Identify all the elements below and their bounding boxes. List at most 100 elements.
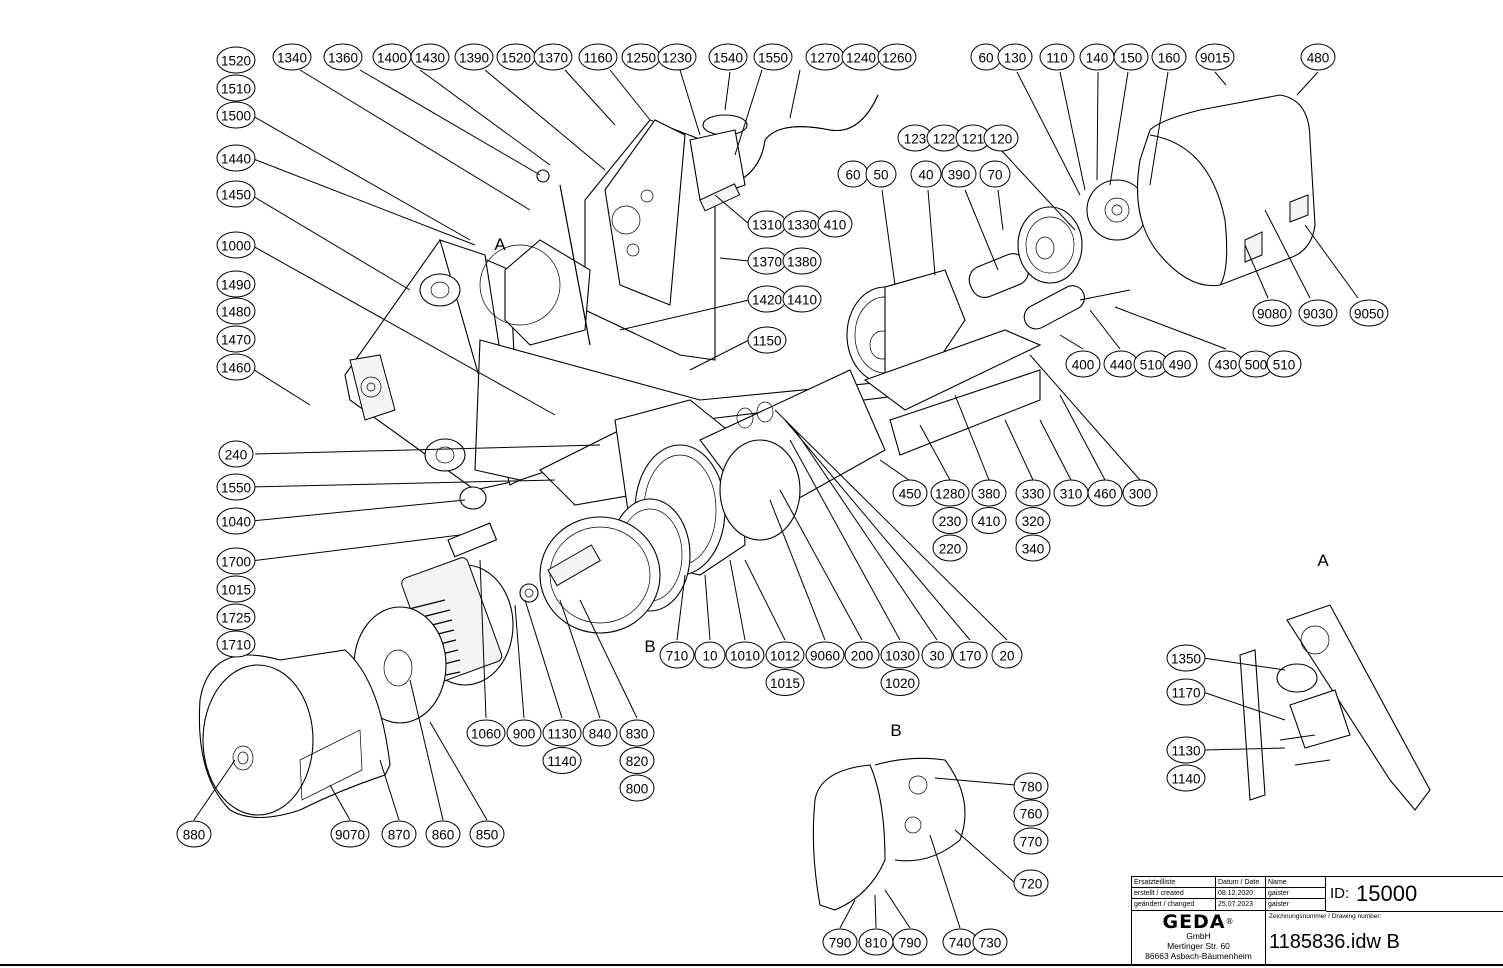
part-balloon-1550: 1550 (216, 473, 256, 501)
part-balloon-770: 770 (1013, 827, 1049, 855)
part-balloon-1460: 1460 (216, 353, 256, 381)
balloon-outline (469, 820, 505, 848)
balloon-outline (542, 719, 582, 747)
balloon-outline (921, 641, 953, 669)
part-balloon-150: 150 (1113, 43, 1149, 71)
part-balloon-122: 122 (926, 124, 962, 152)
balloon-outline (1015, 507, 1051, 534)
id-box: ID: 15000 (1326, 877, 1503, 912)
part-number: 790 (829, 936, 852, 951)
part-number: 340 (1022, 542, 1045, 557)
balloon-outline (932, 507, 968, 534)
balloon-outline (582, 719, 618, 747)
part-balloon-430: 430 (1208, 350, 1244, 378)
geda-logo: GEDA® (1132, 911, 1265, 933)
balloon-outline (971, 507, 1007, 534)
balloon-outline (1065, 350, 1101, 378)
balloon-outline (216, 231, 256, 259)
part-number: 1015 (221, 583, 251, 598)
part-balloon-790: 790 (892, 928, 928, 956)
balloon-outline (216, 270, 256, 298)
part-balloon-320: 320 (1015, 507, 1051, 534)
part-balloon-850: 850 (469, 820, 505, 848)
part-balloon-1012: 1012 (765, 641, 805, 669)
part-balloon-160: 160 (1151, 43, 1187, 71)
part-balloon-1260: 1260 (877, 43, 917, 71)
part-balloon-220: 220 (932, 534, 968, 562)
balloon-outline (533, 43, 573, 71)
part-number: 1350 (1171, 652, 1201, 667)
part-balloon-820: 820 (619, 747, 655, 774)
drawing-number: 1185836.idw B (1269, 931, 1400, 953)
balloon-outline (747, 326, 787, 354)
balloon-outline (1039, 43, 1075, 71)
balloon-outline (972, 928, 1008, 956)
balloon-outline (216, 297, 256, 325)
balloon-outline (1166, 644, 1206, 672)
part-number: 70 (987, 168, 1002, 183)
part-number: 121 (962, 132, 985, 147)
balloon-outline (877, 43, 917, 71)
part-number: 1380 (787, 255, 817, 270)
part-number-balloons: 1520151015001440145010001490148014701460… (176, 43, 1389, 956)
part-balloon-330: 330 (1015, 479, 1051, 507)
changed-name: gaister (1266, 899, 1326, 911)
part-number: 1020 (885, 676, 915, 691)
balloon-outline (578, 43, 618, 71)
balloon-outline (708, 43, 748, 71)
company-street: Mertinger Str. 60 (1167, 941, 1230, 951)
part-balloon-1240: 1240 (841, 43, 881, 71)
part-number: 1460 (221, 361, 251, 376)
part-balloon-9030: 9030 (1298, 299, 1338, 327)
company-box: GEDA® GmbH Mertinger Str. 60 86663 Asbac… (1132, 911, 1266, 965)
detail-a-title: A (1317, 551, 1329, 570)
part-balloon-70: 70 (979, 160, 1011, 188)
part-number: 1030 (885, 649, 915, 664)
balloon-outline (216, 630, 256, 658)
part-balloon-880: 880 (176, 820, 212, 848)
fan-hood (1136, 94, 1316, 287)
part-balloon-1060: 1060 (466, 719, 506, 747)
part-balloon-1000: 1000 (216, 231, 256, 259)
part-balloon-390: 390 (941, 160, 977, 188)
part-balloon-9080: 9080 (1252, 299, 1292, 327)
balloon-outline (216, 473, 256, 501)
balloon-outline (506, 719, 542, 747)
part-number: 500 (1245, 358, 1268, 373)
part-number: 1270 (810, 51, 840, 66)
balloon-outline (216, 325, 256, 353)
header-date: Datum / Date (1216, 877, 1266, 888)
balloon-outline (330, 820, 370, 848)
balloon-outline (971, 479, 1007, 507)
part-balloon-60: 60 (837, 160, 869, 188)
balloon-outline (272, 43, 312, 71)
part-balloon-1540: 1540 (708, 43, 748, 71)
part-balloon-440: 440 (1103, 350, 1139, 378)
part-number: 1390 (459, 51, 489, 66)
logo-text: GEDA (1162, 911, 1226, 933)
balloon-outline (619, 747, 655, 774)
balloon-outline (1166, 678, 1206, 706)
part-balloon-310: 310 (1053, 479, 1089, 507)
part-number: 1550 (758, 51, 788, 66)
part-balloon-1360: 1360 (323, 43, 363, 71)
part-balloon-1725: 1725 (216, 603, 256, 631)
part-number: 710 (666, 649, 689, 664)
part-number: 140 (1086, 51, 1109, 66)
part-number: 410 (978, 514, 1001, 529)
balloon-outline (782, 247, 822, 275)
part-number: 820 (626, 754, 649, 769)
part-number: 860 (432, 828, 455, 843)
part-balloon-1170: 1170 (1166, 678, 1206, 706)
part-balloon-1450: 1450 (216, 180, 256, 208)
part-balloon-1150: 1150 (747, 326, 787, 354)
part-balloon-1140: 1140 (1166, 764, 1206, 792)
part-number: 720 (1020, 877, 1043, 892)
part-number: 870 (388, 828, 411, 843)
balloon-outline (1298, 299, 1338, 327)
balloon-outline (381, 820, 417, 848)
part-number: 810 (865, 936, 888, 951)
part-balloon-800: 800 (619, 774, 655, 802)
balloon-outline (817, 210, 853, 238)
